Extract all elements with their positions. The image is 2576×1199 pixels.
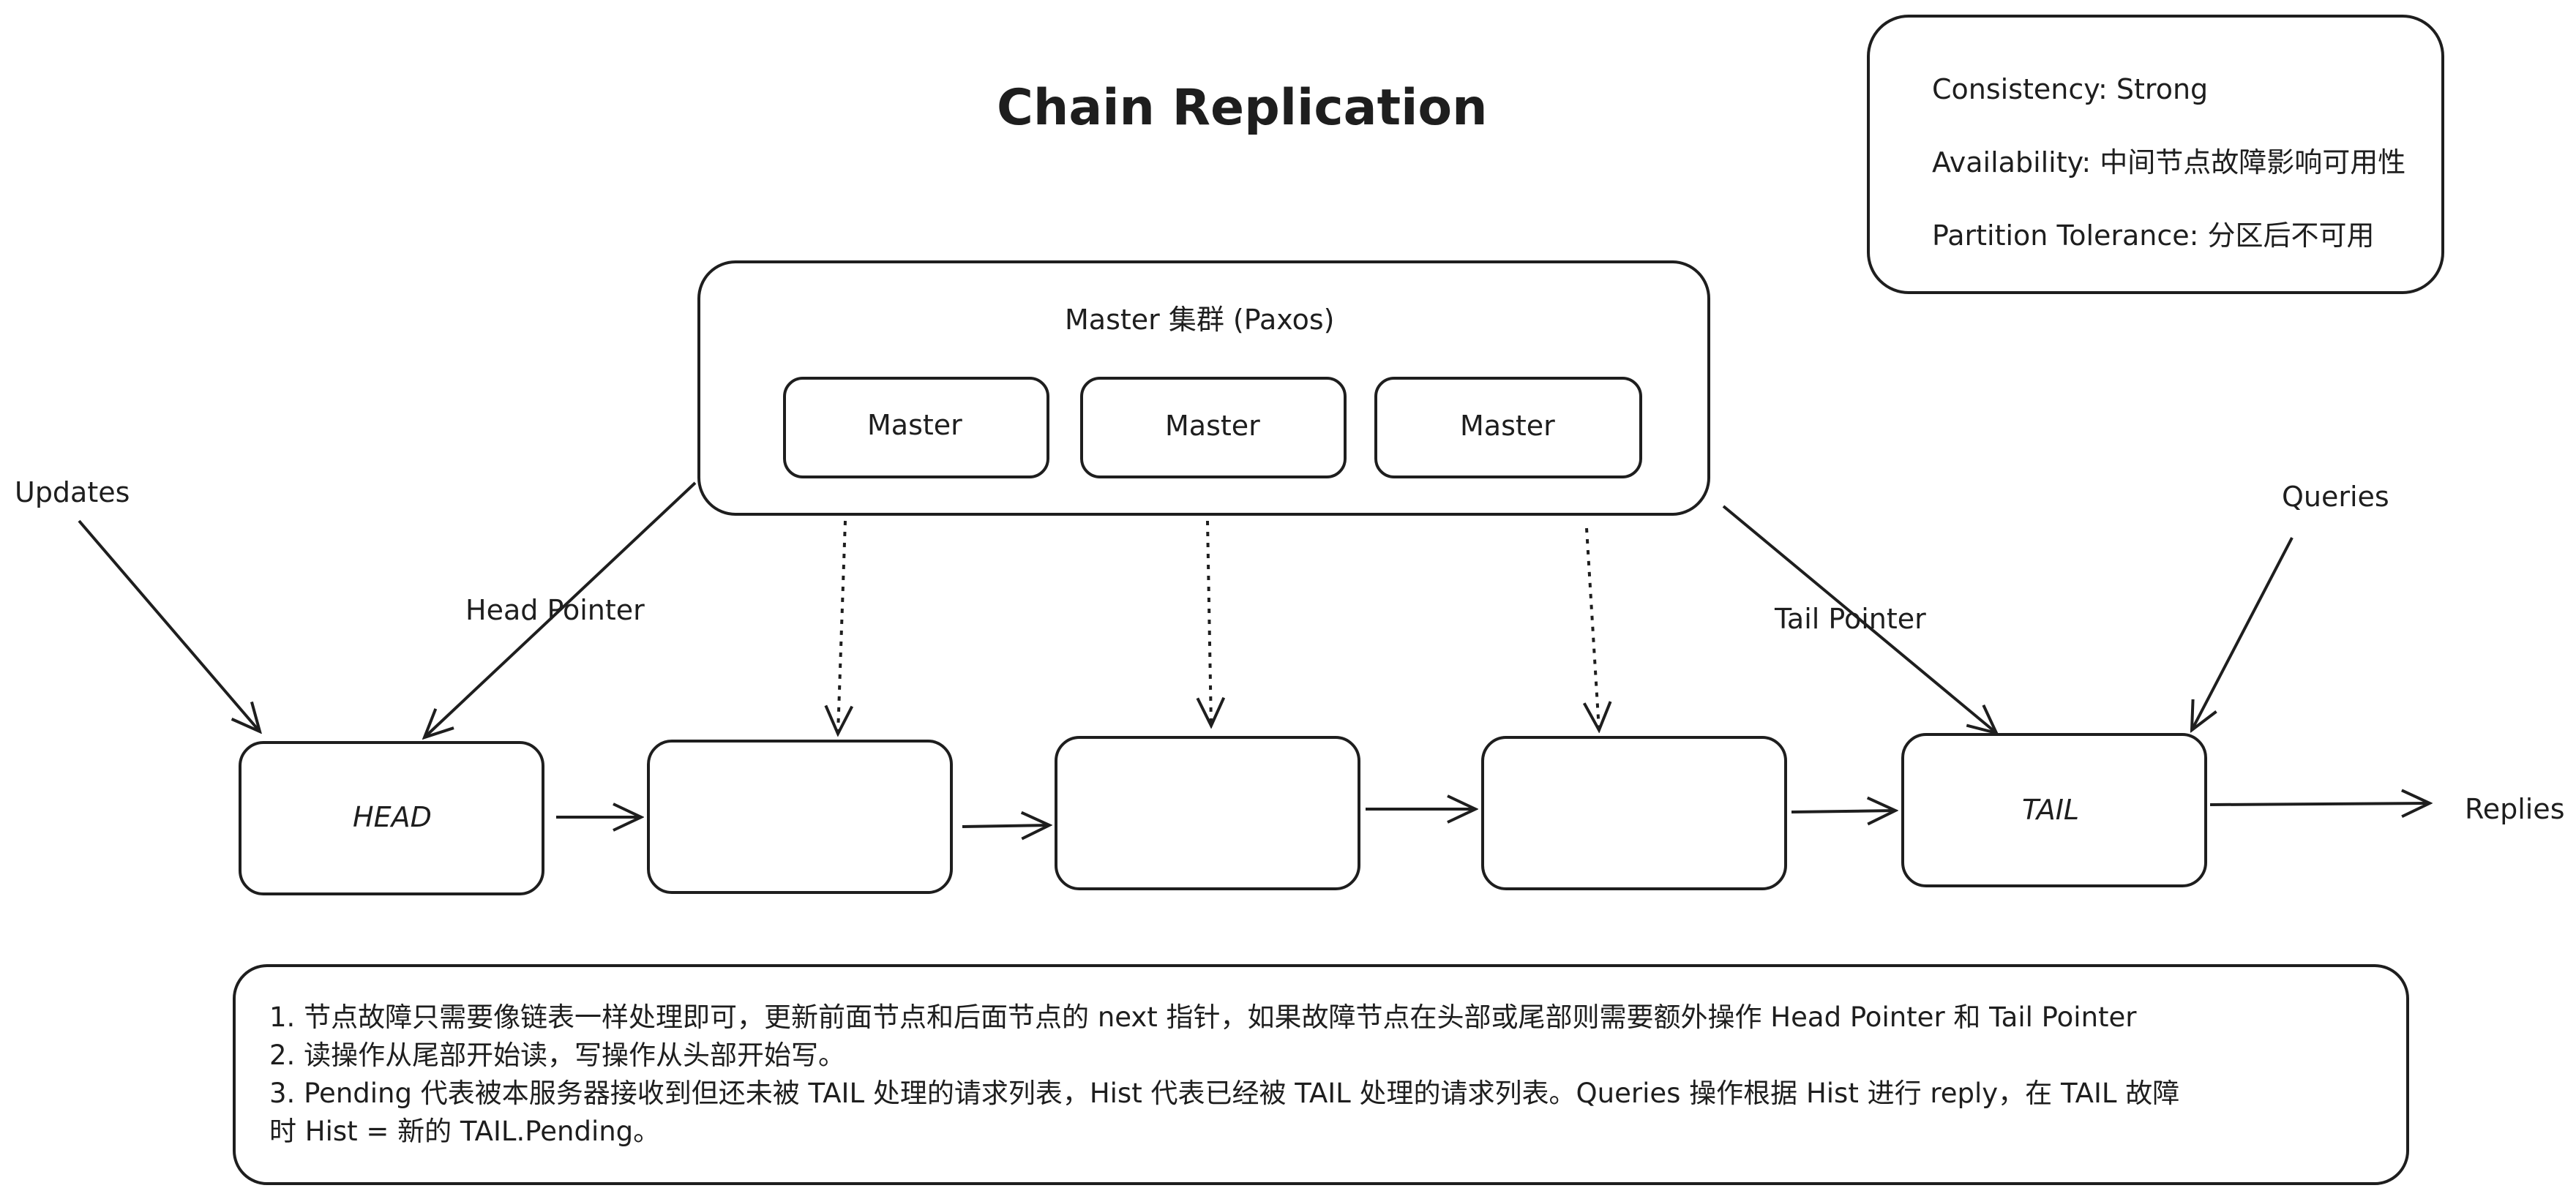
master-cluster-box: [697, 260, 1710, 516]
updates-label: Updates: [15, 476, 130, 508]
arrow-node2-to-node3: [962, 825, 1049, 827]
tail-node-label: TAIL: [2022, 794, 2080, 826]
tail-pointer-label: Tail Pointer: [1775, 603, 1926, 635]
master-node-1-label: Master: [867, 409, 962, 441]
note-line-2: 2. 读操作从尾部开始读，写操作从头部开始写。: [269, 1040, 846, 1071]
arrow-queries-to-tail: [2192, 537, 2294, 730]
notes-text: 1. 节点故障只需要像链表一样处理即可，更新前面节点和后面节点的 next 指针…: [269, 999, 2179, 1151]
info-availability: Availability: 中间节点故障影响可用性: [1932, 146, 2406, 178]
info-consistency: Consistency: Strong: [1932, 73, 2209, 105]
head-node-box: [239, 741, 544, 895]
diagram-title: Chain Replication: [997, 79, 1488, 137]
master-node-3-label: Master: [1460, 410, 1555, 442]
dotted-arrow-to-node4: [1587, 527, 1599, 730]
master-node-2-label: Master: [1165, 410, 1260, 442]
chain-node-2-box: [647, 740, 953, 894]
head-pointer-label: Head Pointer: [465, 594, 645, 626]
info-box: [1867, 15, 2444, 294]
chain-node-4-box: [1481, 736, 1787, 890]
tail-node-box: [1901, 733, 2207, 887]
info-text: Consistency: Strong Availability: 中间节点故障…: [1932, 53, 2405, 272]
master-cluster-label: Master 集群 (Paxos): [1065, 304, 1335, 336]
master-node-3-box: [1374, 377, 1642, 478]
notes-box: [233, 964, 2409, 1185]
replies-label: Replies: [2465, 793, 2565, 825]
arrow-tail-pointer: [1722, 505, 1996, 733]
dotted-arrow-to-node2: [838, 520, 845, 734]
arrow-head-pointer: [424, 481, 697, 737]
arrow-tail-to-replies: [2209, 803, 2430, 805]
note-line-1: 1. 节点故障只需要像链表一样处理即可，更新前面节点和后面节点的 next 指针…: [269, 1001, 2137, 1033]
arrow-updates-to-head: [78, 519, 260, 732]
dotted-arrow-to-node3: [1208, 520, 1211, 726]
master-node-2-box: [1080, 377, 1347, 478]
note-line-4: 时 Hist = 新的 TAIL.Pending。: [269, 1116, 661, 1147]
chain-node-3-box: [1055, 736, 1360, 890]
master-node-1-box: [783, 377, 1049, 478]
arrow-node4-to-tail: [1791, 811, 1895, 812]
info-partition: Partition Tolerance: 分区后不可用: [1932, 219, 2375, 252]
note-line-3: 3. Pending 代表被本服务器接收到但还未被 TAIL 处理的请求列表，H…: [269, 1078, 2180, 1109]
queries-label: Queries: [2282, 481, 2389, 513]
head-node-label: HEAD: [353, 801, 432, 833]
